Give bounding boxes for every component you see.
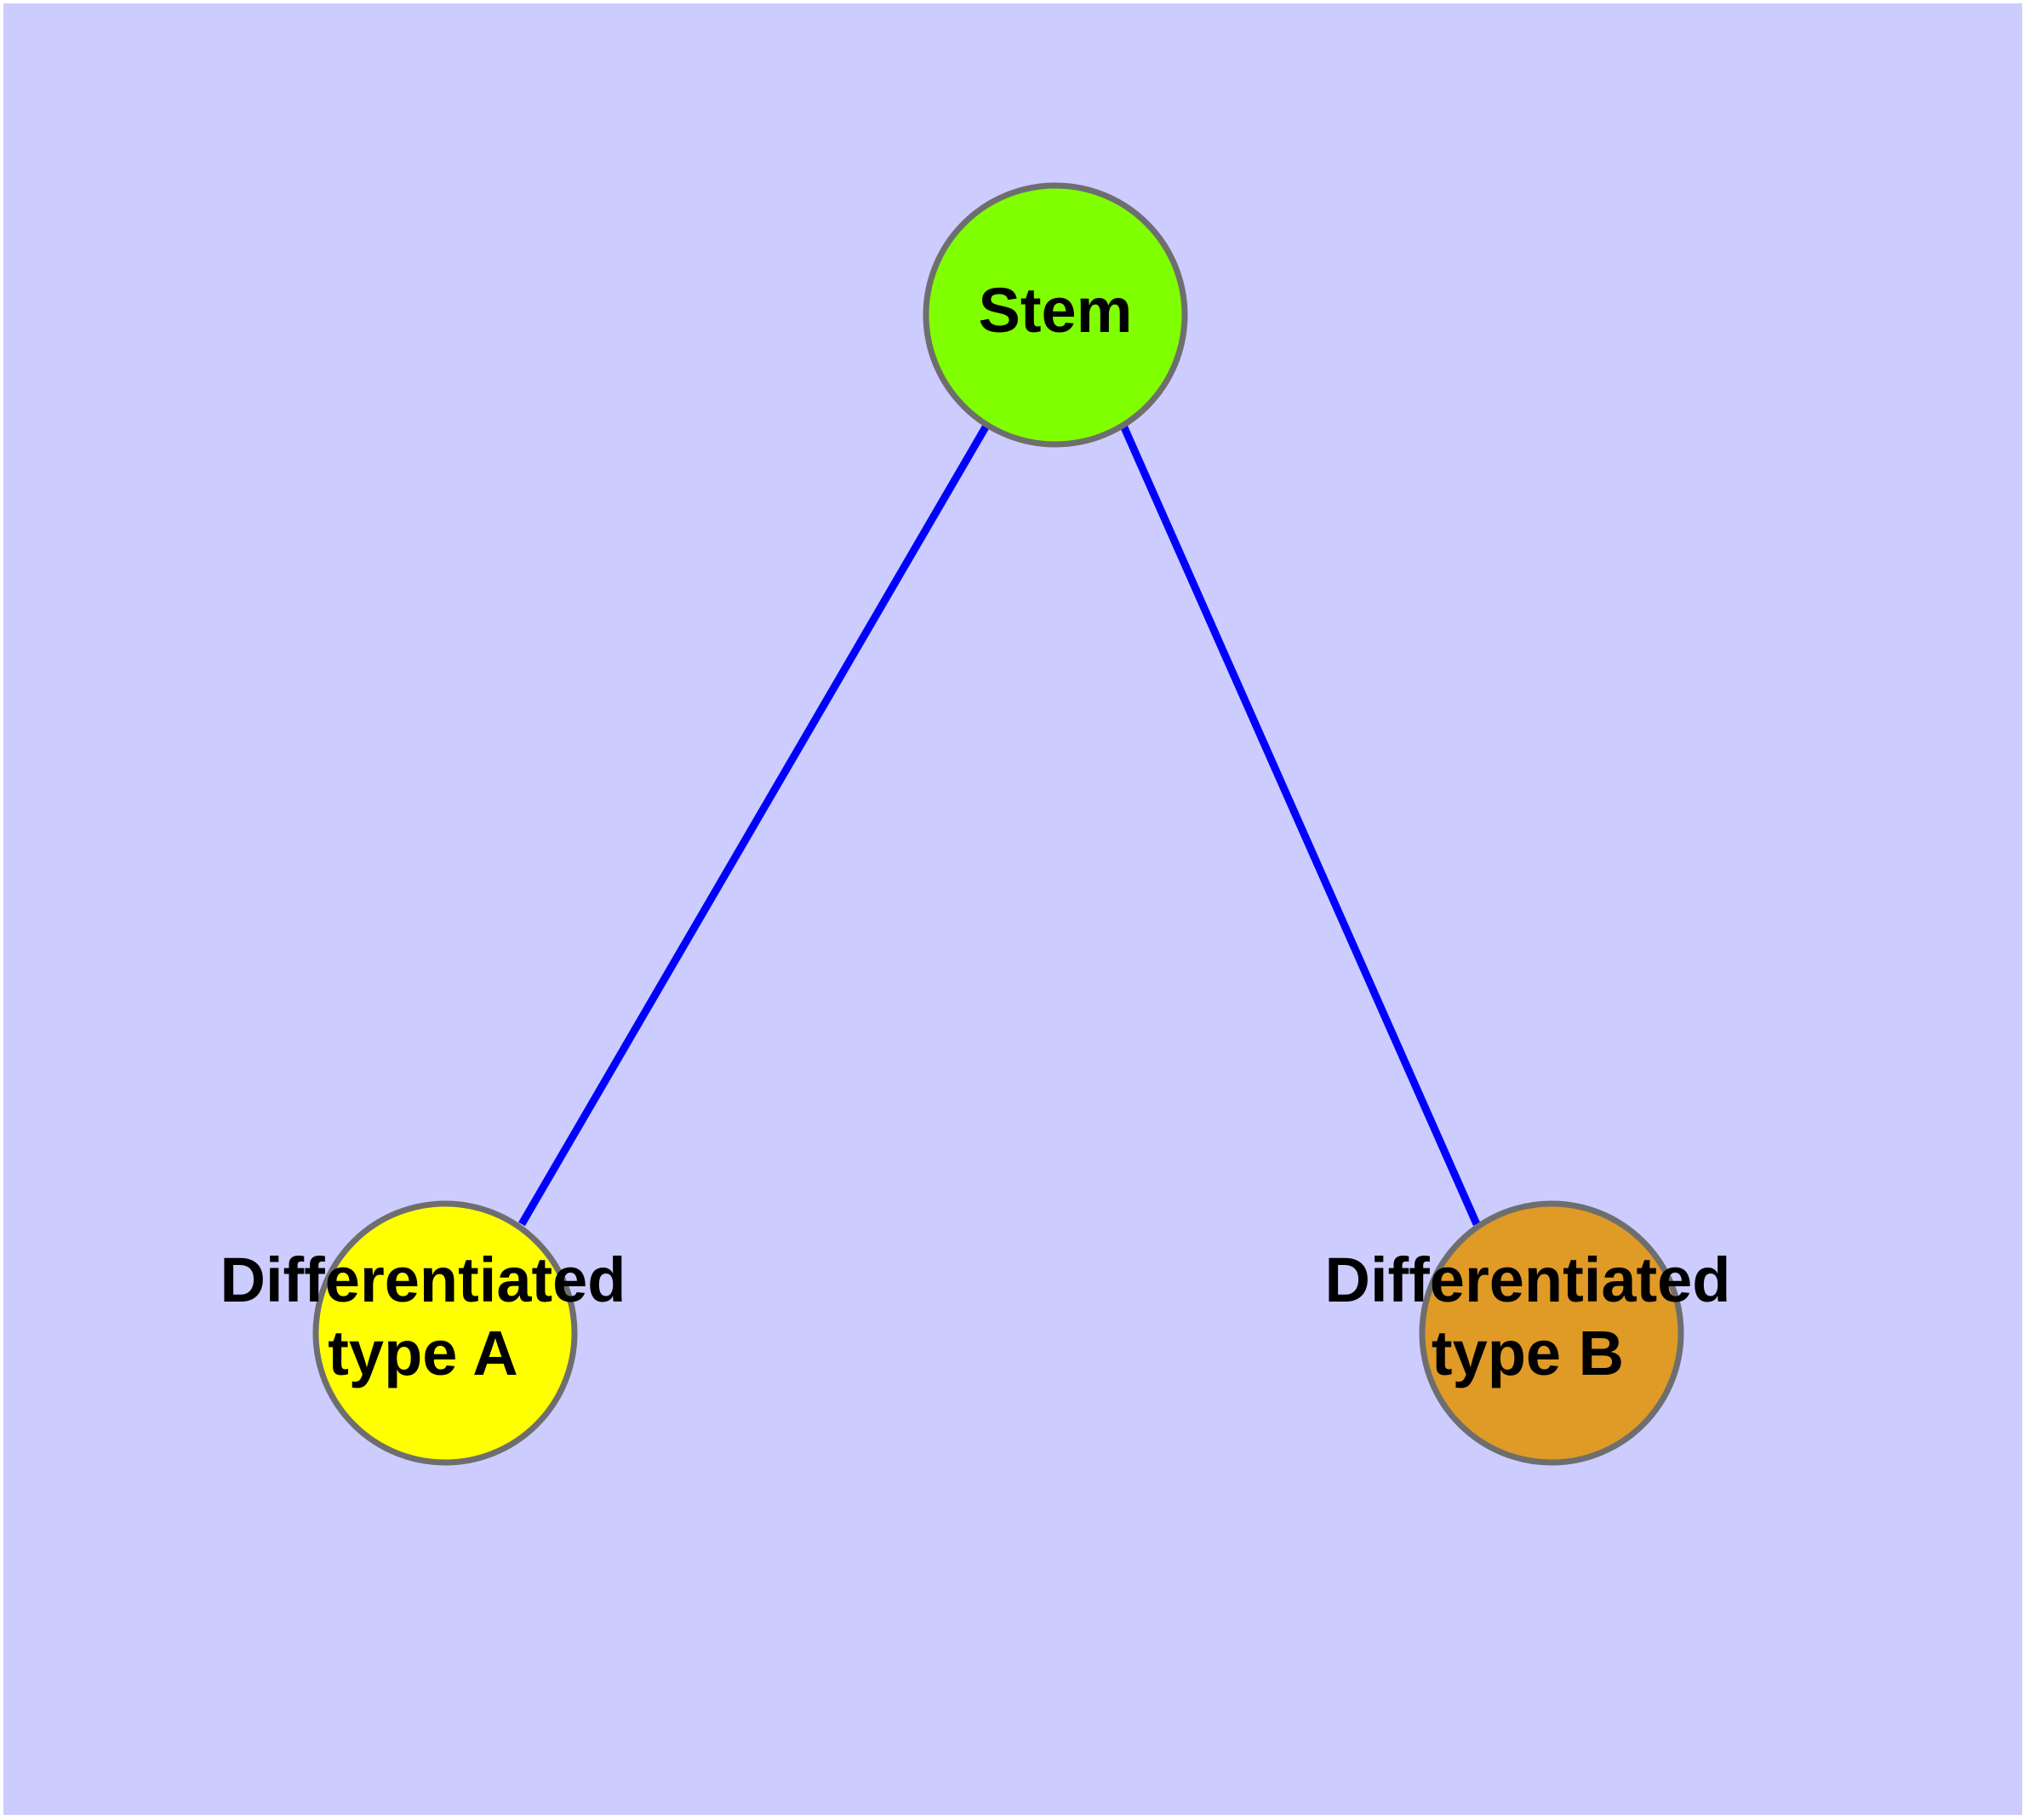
edge-stem-diff-b[interactable]	[1119, 424, 1481, 1226]
node-label-line: Stem	[979, 275, 1133, 346]
node-circle-stem[interactable]	[923, 182, 1188, 448]
node-circle-diff_b[interactable]	[1419, 1200, 1684, 1466]
node-label-line: Differentiated	[220, 1245, 626, 1315]
node-label-line: type B	[1432, 1318, 1624, 1388]
node-layer	[312, 182, 1684, 1466]
node-circle-diff_a[interactable]	[312, 1200, 578, 1466]
node-label-line: type A	[328, 1318, 517, 1388]
node-diff_b[interactable]	[1419, 1200, 1684, 1466]
edge-layer	[518, 423, 1481, 1227]
node-diff_a[interactable]	[312, 1200, 578, 1466]
node-label-stem: Stem	[979, 275, 1133, 346]
node-stem[interactable]	[923, 182, 1188, 448]
edge-stem-diff-a[interactable]	[518, 423, 990, 1227]
node-label-line: Differentiated	[1325, 1245, 1731, 1315]
